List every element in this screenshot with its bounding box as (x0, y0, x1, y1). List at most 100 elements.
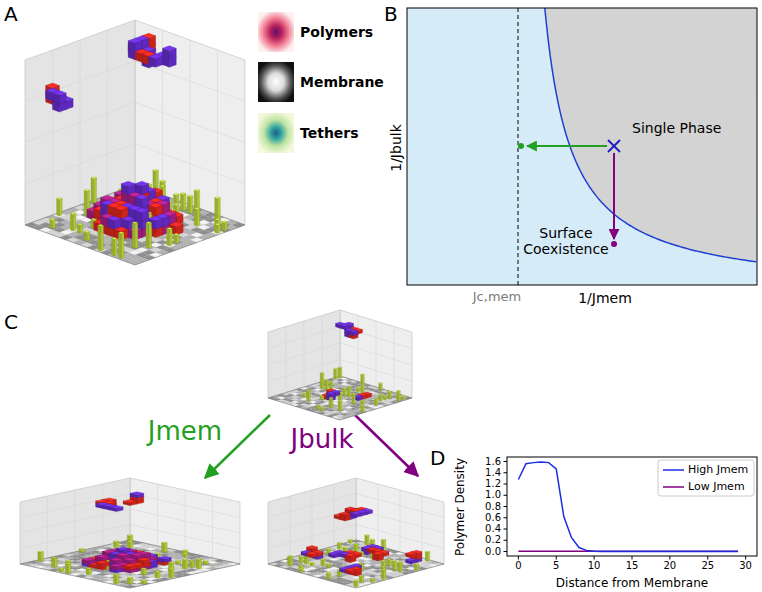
figure-path (268, 478, 356, 564)
figure-path (325, 379, 329, 380)
figure-path (68, 564, 71, 574)
figure-path (268, 310, 340, 398)
figure-path (79, 548, 85, 549)
figure-path (155, 571, 161, 572)
figure-path (174, 194, 177, 203)
figure-path (114, 541, 120, 542)
figure-path (53, 219, 56, 228)
figure-path (128, 38, 142, 43)
figure-path (114, 574, 120, 575)
figure-path (132, 223, 135, 249)
figure-path (327, 391, 336, 394)
figure-path (320, 382, 322, 389)
figure-path (182, 550, 188, 551)
figure-path (388, 391, 390, 398)
figure-path (141, 580, 147, 581)
simulation-snapshot (268, 478, 444, 588)
figure-path (347, 387, 349, 397)
figure-path (401, 396, 405, 397)
figure-path (340, 323, 349, 326)
figure-path (130, 478, 240, 564)
figure-path (180, 194, 183, 212)
figure-path (167, 228, 173, 230)
figure-path (98, 224, 104, 226)
figure-path (224, 222, 227, 231)
figure-path (334, 369, 336, 379)
figure-path (158, 556, 172, 559)
figure-path (86, 568, 89, 575)
figure-path (354, 394, 356, 404)
simulation-snapshot (25, 20, 245, 265)
figure-path (130, 577, 133, 584)
figure-path (52, 557, 58, 558)
figure-path (268, 509, 356, 533)
figure-path (390, 391, 392, 398)
figure-path (112, 239, 115, 257)
figure-path (169, 568, 172, 578)
figure-path (38, 551, 44, 552)
figure-path (89, 568, 92, 575)
figure-path (174, 203, 180, 205)
figure-path (338, 400, 342, 401)
figure-path (162, 542, 168, 543)
figure-path (144, 568, 147, 575)
figure-path (25, 61, 135, 101)
figure-path (82, 558, 96, 561)
figure-path (123, 585, 137, 588)
figure-path (340, 367, 342, 377)
figure-path (130, 525, 240, 549)
figure-path (160, 185, 166, 187)
figure-path (268, 376, 412, 420)
figure-path (135, 181, 149, 186)
figure-path (403, 397, 412, 400)
figure-path (334, 368, 338, 369)
figure-path (130, 492, 144, 495)
figure-path (347, 386, 351, 387)
figure-path (127, 541, 133, 542)
figure-path (268, 494, 356, 518)
figure-path (338, 367, 340, 377)
figure-path (20, 509, 130, 533)
figure-path (399, 391, 401, 401)
figure-path (320, 381, 324, 382)
figure-path (379, 383, 383, 384)
figure-path (356, 387, 360, 388)
figure-path (135, 208, 149, 213)
figure-path (174, 193, 180, 195)
figure-path (175, 560, 181, 561)
figure-path (98, 225, 101, 251)
figure-path (379, 383, 381, 390)
figure-path (343, 388, 347, 389)
figure-path (59, 568, 65, 569)
figure-path (361, 405, 365, 406)
figure-path (65, 563, 71, 564)
figure-path (190, 196, 193, 214)
figure-path (91, 219, 94, 228)
figure-path (130, 509, 240, 533)
figure-path (114, 574, 117, 584)
figure-path (135, 223, 138, 249)
figure-path (119, 232, 125, 234)
figure-path (302, 393, 306, 394)
membrane-sample (258, 62, 294, 102)
figure-path (345, 389, 347, 396)
figure-path (84, 231, 90, 233)
figure-path (174, 234, 177, 243)
figure-path (363, 405, 365, 412)
figure-path (96, 561, 110, 564)
figure-path (112, 238, 118, 240)
figure-path (329, 397, 333, 398)
figure-path (169, 568, 175, 569)
figure-path (135, 20, 245, 225)
figure-path (135, 195, 149, 200)
figure-path (123, 564, 137, 567)
figure-path (48, 569, 62, 572)
figure-path (268, 343, 340, 365)
figure-path (57, 199, 60, 217)
figure-path (153, 169, 159, 171)
figure-path (340, 327, 412, 349)
figure-path (222, 222, 225, 231)
figure-path (116, 553, 130, 556)
figure-path (77, 224, 80, 233)
figure-path (135, 144, 245, 184)
